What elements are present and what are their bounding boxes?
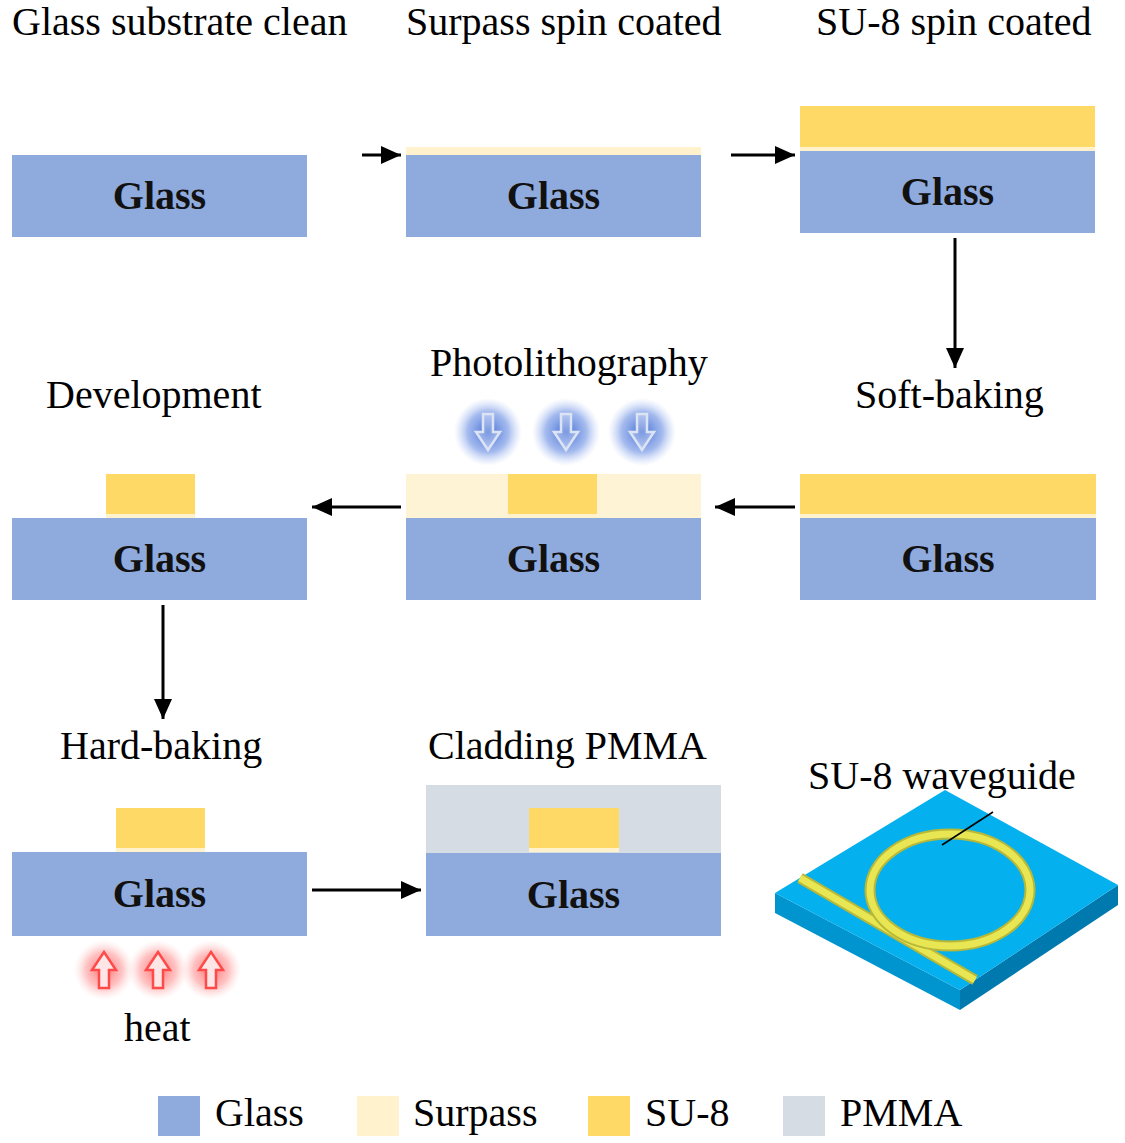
process-arrow (312, 506, 401, 509)
glass-substrate: Glass (406, 518, 701, 600)
step-heading: Photolithography (430, 341, 708, 385)
glass-label: Glass (113, 537, 206, 581)
step-heading: Surpass spin coated (406, 0, 722, 44)
waveguide-chip (775, 790, 1118, 1010)
glass-label: Glass (901, 537, 994, 581)
glass-substrate: Glass (12, 155, 307, 237)
legend-text: Glass (215, 1091, 304, 1135)
su8-layer (508, 474, 597, 514)
process-arrow (312, 889, 421, 892)
step-heading: Cladding PMMA (428, 724, 707, 768)
heat-arrows (74, 940, 241, 1000)
callout-label: SU-8 waveguide (808, 754, 1076, 798)
step-heading: SU-8 spin coated (816, 0, 1092, 44)
step-heading: Glass substrate clean (12, 0, 347, 44)
legend-text: SU-8 (645, 1091, 729, 1135)
glass-substrate: Glass (12, 852, 307, 936)
su8-layer (106, 474, 195, 514)
legend-swatch (158, 1096, 200, 1136)
legend-text: PMMA (840, 1091, 962, 1135)
process-step: Glass Surpass spin coated (406, 0, 726, 237)
glass-substrate: Glass (800, 518, 1096, 600)
su8-layer (800, 474, 1096, 514)
legend-swatch (357, 1096, 399, 1136)
glass-label: Glass (527, 873, 620, 917)
surpass-layer (406, 147, 701, 155)
process-note: heat (124, 1006, 191, 1050)
su8-layer (116, 808, 205, 848)
step-heading: Soft-baking (855, 373, 1044, 417)
process-step: Glass Photolithography (406, 341, 710, 600)
process-arrow (954, 238, 957, 368)
glass-label: Glass (901, 170, 994, 214)
surpass-layer (529, 848, 619, 852)
step-heading: Hard-baking (60, 724, 262, 768)
process-arrow (162, 605, 165, 719)
leader-line (942, 812, 993, 845)
process-arrow (715, 506, 795, 509)
glass-label: Glass (113, 174, 206, 218)
glass-label: Glass (507, 174, 600, 218)
uv-light (454, 398, 676, 466)
glass-substrate: Glass (406, 155, 701, 237)
step-heading: Development (46, 373, 262, 417)
glass-substrate: Glass (12, 518, 307, 600)
process-step: Glass Glass substrate clean (12, 0, 357, 237)
process-step: Glass Hard-baking heat (12, 724, 307, 1050)
glass-substrate: Glass (800, 151, 1095, 233)
process-step: Glass Development (12, 373, 307, 600)
glass-label: Glass (507, 537, 600, 581)
process-arrow (731, 154, 795, 157)
process-step: Glass Soft-baking (800, 373, 1096, 600)
legend-swatch (783, 1096, 825, 1136)
process-arrow (362, 154, 401, 157)
glass-label: Glass (113, 872, 206, 916)
legend-swatch (588, 1096, 630, 1136)
su8-layer (529, 808, 619, 848)
process-step: Glass Cladding PMMA (426, 724, 721, 936)
legend-text: Surpass (413, 1091, 537, 1135)
process-step: Glass SU-8 spin coated (800, 0, 1100, 233)
glass-substrate: Glass (426, 853, 721, 936)
su8-layer (800, 106, 1095, 147)
